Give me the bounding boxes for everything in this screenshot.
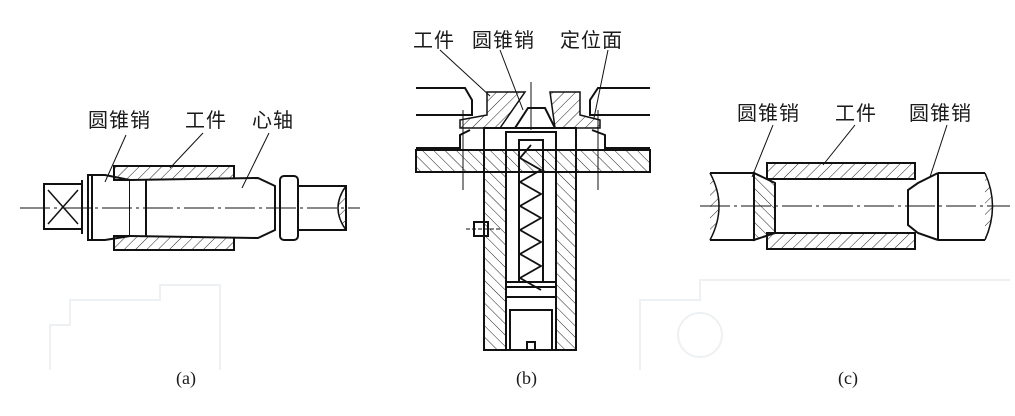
label-b-workpiece: 工件: [413, 28, 455, 52]
figure-a-drawing: [20, 132, 360, 251]
figure-c-drawing: [700, 124, 1010, 250]
background-ghost: [49, 279, 1010, 370]
figure-b-drawing: [415, 49, 651, 351]
label-b-locating-surface: 定位面: [560, 28, 623, 52]
label-c-workpiece: 工件: [835, 101, 877, 125]
caption-a: (a): [176, 368, 196, 388]
label-c-taper-pin-left: 圆锥销: [737, 101, 800, 125]
label-a-taper-pin: 圆锥销: [88, 108, 151, 132]
caption-b: (b): [516, 368, 537, 388]
caption-c: (c): [838, 368, 858, 388]
label-c-taper-pin-right: 圆锥销: [909, 101, 972, 125]
label-b-taper-pin: 圆锥销: [472, 28, 535, 52]
label-a-mandrel: 心轴: [252, 108, 294, 132]
label-a-workpiece: 工件: [185, 108, 227, 132]
